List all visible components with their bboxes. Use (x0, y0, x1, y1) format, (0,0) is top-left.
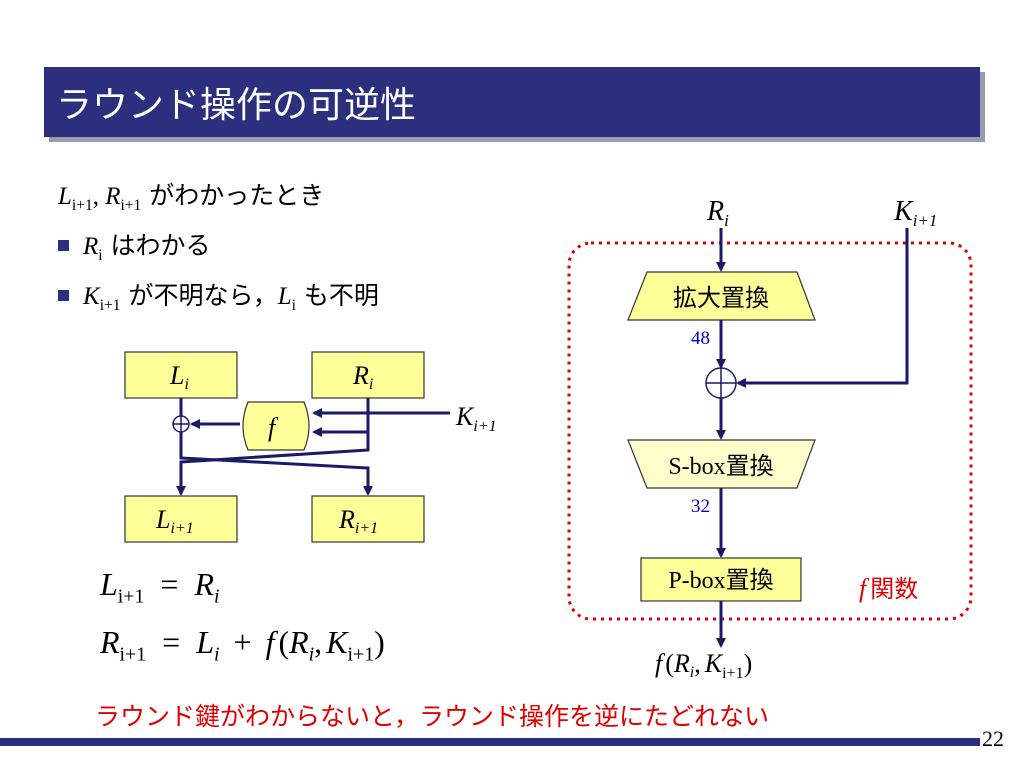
r-var: R (105, 183, 121, 210)
l-var: L (277, 283, 292, 310)
left-input-box (124, 351, 238, 399)
right-output-label: Ri+1 (338, 505, 378, 537)
left-output-label: Li+1 (155, 505, 194, 537)
right-output-box (311, 495, 425, 543)
left-output-box (124, 495, 238, 543)
key-to-xor-arrow (736, 228, 909, 388)
expansion-label: 拡大置換 (673, 284, 769, 312)
bits-48-label: 48 (691, 328, 710, 349)
title-bar: ラウンド操作の可逆性 (44, 67, 980, 137)
key-label: Ki+1 (455, 402, 497, 435)
equation-2: Ri+1 = Li + f(Ri,Ki+1) (100, 624, 385, 666)
feistel-diagram: Li Ri f Ki+1 Li+1 Ri+1 (124, 351, 497, 543)
xor-to-right-out (179, 432, 373, 496)
page-number: 22 (982, 726, 1004, 751)
bits-32-label: 32 (691, 496, 710, 517)
bullet-square-icon (58, 289, 69, 301)
pbox-label: P-box置換 (668, 567, 773, 594)
r-var: R (83, 233, 99, 260)
sub-i: i (98, 247, 103, 264)
f-output-label: f(Ri,Ki+1) (655, 649, 752, 682)
bullet-1: Ri はわかる (58, 226, 211, 265)
sub-i1: i+1 (99, 297, 121, 314)
sbox-label: S-box置換 (668, 453, 773, 480)
bullet-2-text-before: が不明なら， (128, 281, 278, 310)
f-key-label: Ki+1 (893, 196, 937, 230)
equation-1: Li+1 = Ri (100, 566, 220, 608)
f-label: f (268, 413, 279, 442)
f-function-border (567, 241, 973, 621)
sub-i1: i+1 (120, 197, 142, 214)
sbox-box (627, 439, 816, 489)
slide-title: ラウンド操作の可逆性 (56, 85, 417, 126)
f-function-box (242, 401, 310, 451)
condition-text: がわかったとき (149, 181, 325, 210)
bullet-1-text: はわかる (110, 231, 211, 260)
right-input-box (311, 351, 425, 399)
k-var: K (83, 283, 100, 310)
bottom-note: ラウンド鍵がわからないと，ラウンド操作を逆にたどれない (95, 702, 770, 731)
l-var: L (58, 183, 72, 210)
f-input-label: Ri (706, 196, 729, 230)
right-input-label: Ri (352, 361, 373, 393)
left-input-label: Li (169, 361, 189, 393)
sub-i1: i+1 (71, 197, 93, 214)
bullet-square-icon (58, 239, 69, 251)
sub-i: i (291, 297, 296, 314)
bullet-2-text-after: も不明 (303, 281, 379, 310)
r-to-left-out (176, 432, 370, 496)
expansion-box (627, 271, 816, 321)
pbox-box (640, 557, 802, 602)
intro-condition: Li+1, Ri+1 がわかったとき (58, 181, 325, 214)
bullet-2: Ki+1 が不明なら，Li も不明 (58, 276, 379, 315)
footer-bar (0, 738, 980, 746)
